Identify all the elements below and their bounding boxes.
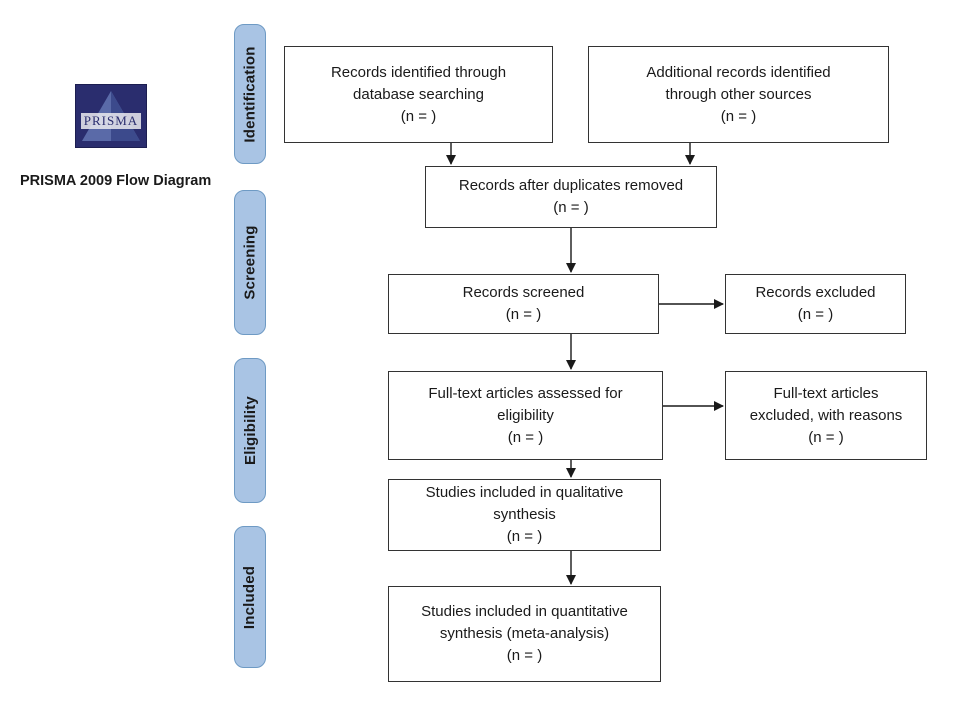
- box-fulltext-assessed: Full-text articles assessed for eligibil…: [388, 371, 663, 460]
- box-other-sources-count: (n = ): [720, 107, 757, 125]
- box-fulltext-excluded-count: (n = ): [808, 428, 844, 446]
- box-quantitative: Studies included in quantitative synthes…: [388, 586, 661, 682]
- box-fulltext-assessed-count: (n = ): [507, 428, 544, 446]
- box-excluded-line1: Records excluded: [755, 284, 876, 301]
- box-duplicates-line1: Records after duplicates removed: [458, 177, 684, 194]
- box-qualitative-count: (n = ): [506, 528, 543, 545]
- box-qualitative: Studies included in qualitative synthesi…: [388, 479, 661, 551]
- box-screened: Records screened (n = ): [388, 274, 659, 334]
- box-fulltext-assessed-line1: Full-text articles assessed for: [428, 384, 623, 402]
- prisma-logo: PRISMA: [75, 84, 147, 148]
- box-fulltext-excluded-line1: Full-text articles: [773, 384, 879, 402]
- box-fulltext-excluded-line2: excluded, with reasons: [749, 406, 903, 424]
- box-fulltext-excluded: Full-text articles excluded, with reason…: [725, 371, 927, 460]
- phase-eligibility: Eligibility: [234, 358, 266, 503]
- box-screened-line1: Records screened: [462, 284, 585, 301]
- box-db-search-line2: database searching: [353, 85, 484, 103]
- box-qualitative-line2: synthesis: [493, 506, 556, 523]
- box-quantitative-count: (n = ): [506, 647, 543, 664]
- box-db-search: Records identified through database sear…: [284, 46, 553, 143]
- box-duplicates-count: (n = ): [553, 199, 589, 216]
- phase-included: Included: [234, 526, 266, 668]
- phase-identification: Identification: [234, 24, 266, 164]
- box-db-search-line1: Records identified through: [330, 63, 507, 81]
- box-quantitative-line2: synthesis (meta-analysis): [439, 625, 610, 642]
- box-quantitative-line1: Studies included in quantitative: [421, 603, 628, 620]
- box-other-sources-line1: Additional records identified: [646, 63, 831, 81]
- phase-screening: Screening: [234, 190, 266, 335]
- box-db-search-count: (n = ): [400, 107, 437, 125]
- box-screened-count: (n = ): [505, 306, 542, 323]
- box-excluded-count: (n = ): [797, 306, 834, 323]
- box-other-sources-line2: through other sources: [665, 85, 812, 103]
- box-other-sources: Additional records identified through ot…: [588, 46, 889, 143]
- box-qualitative-line1: Studies included in qualitative: [425, 484, 624, 501]
- box-duplicates-removed: Records after duplicates removed (n = ): [425, 166, 717, 228]
- diagram-title: PRISMA 2009 Flow Diagram: [20, 173, 212, 189]
- box-fulltext-assessed-line2: eligibility: [497, 406, 554, 424]
- logo-text: PRISMA: [80, 113, 142, 129]
- box-excluded: Records excluded (n = ): [725, 274, 906, 334]
